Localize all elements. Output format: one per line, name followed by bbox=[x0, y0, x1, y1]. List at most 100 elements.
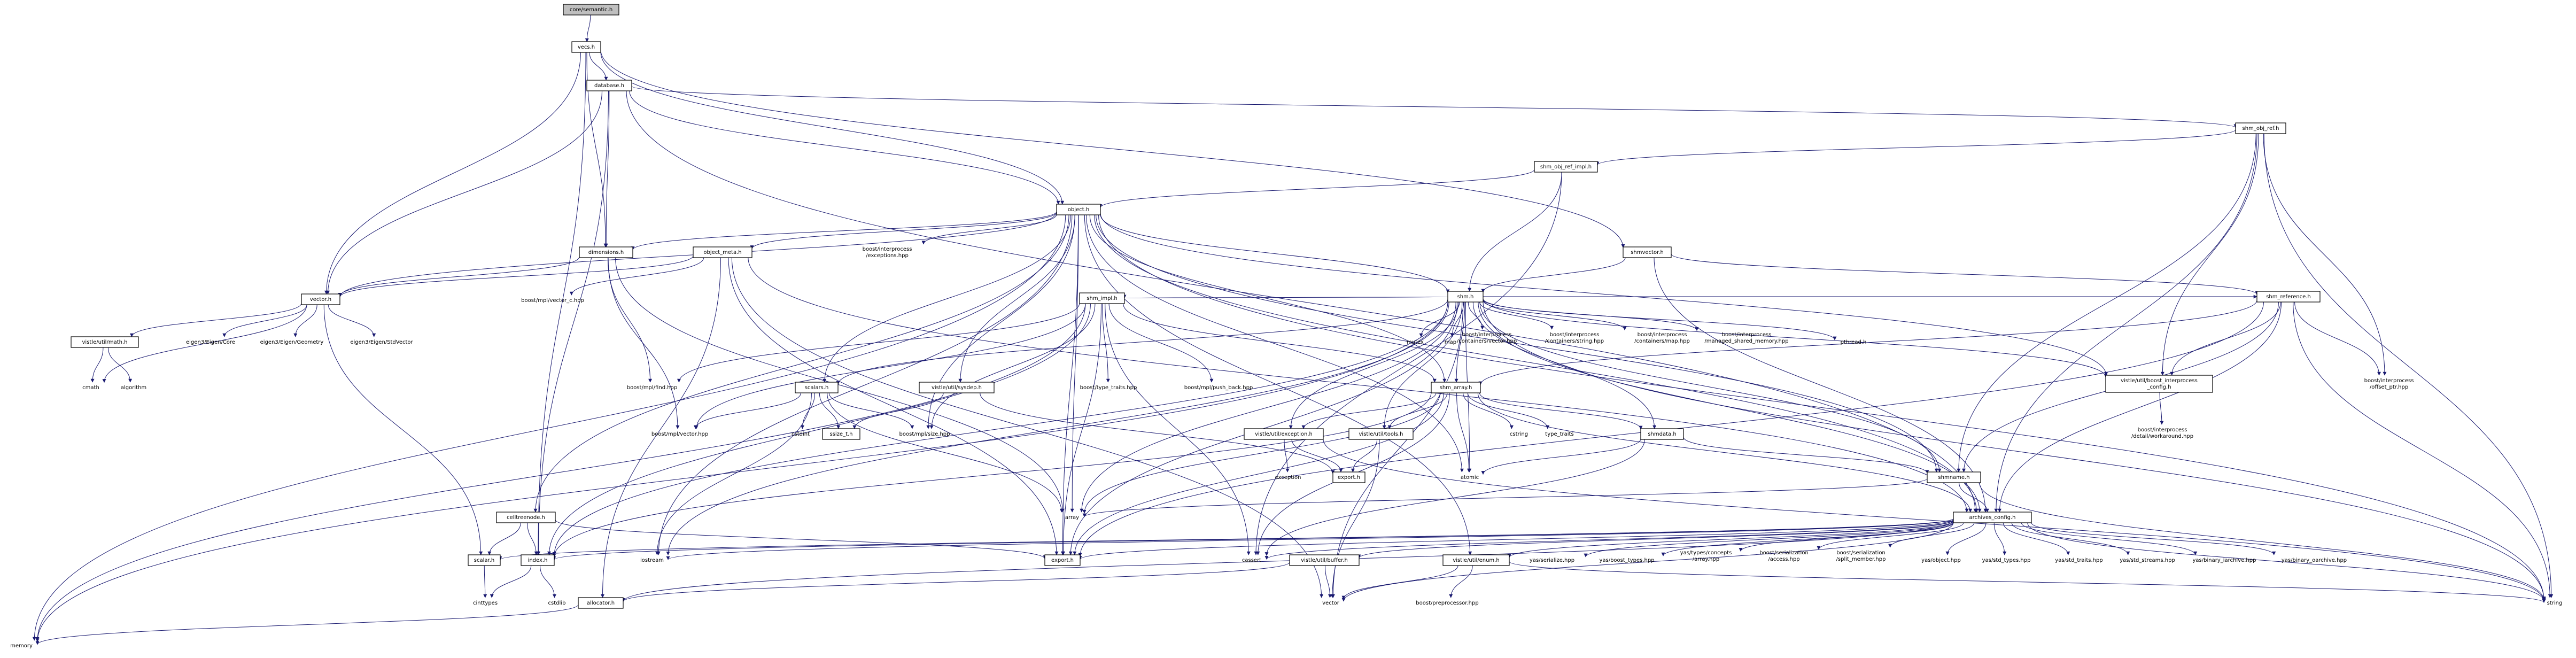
edge-object-to-bip_exceptions bbox=[921, 214, 1057, 245]
node-shm-impl[interactable]: shm_impl.h bbox=[1079, 292, 1125, 304]
node-root[interactable]: core/semantic.h bbox=[563, 4, 619, 16]
edge-shm_array-to-export_h bbox=[1073, 392, 1444, 555]
node-cstring: cstring bbox=[1510, 431, 1528, 437]
node-label: archives_config.h bbox=[1969, 515, 2015, 521]
node-bip-cont-map: boost/interprocess/containers/map.hpp bbox=[1634, 332, 1690, 344]
node-ssize-t[interactable]: ssize_t.h bbox=[822, 428, 860, 440]
edge-scalars-to-mpl_size bbox=[828, 392, 914, 429]
node-allocator[interactable]: allocator.h bbox=[578, 597, 624, 609]
node-vistle-byteswap[interactable]: vistle/util/buffer.h bbox=[1289, 554, 1360, 566]
node-shmname[interactable]: shmname.h bbox=[1927, 471, 1981, 483]
edge-shm_array-to-shmdata bbox=[1479, 392, 1643, 430]
node-shm-h[interactable]: shm.h bbox=[1447, 291, 1484, 303]
node-database[interactable]: database.h bbox=[586, 80, 632, 91]
edge-archives_config-to-vistle_byteswap bbox=[1357, 520, 1954, 559]
edge-archives_config-to-iostream bbox=[666, 518, 1954, 560]
node-archives-config[interactable]: archives_config.h bbox=[1953, 512, 2032, 523]
edge-shm_h-to-vector_std bbox=[1331, 301, 1464, 598]
node-vistle-exception[interactable]: vistle/util/exception.h bbox=[1244, 428, 1324, 440]
edge-archives_config-to-boost_ser_nvp bbox=[1888, 522, 1975, 548]
edge-dimensions-to-array bbox=[615, 257, 1065, 513]
edge-root-to-vecs bbox=[585, 14, 591, 42]
node-label: eigen3/Eigen/StdVector bbox=[350, 339, 413, 345]
edge-scalars-to-array bbox=[827, 392, 1064, 513]
node-label: database.h bbox=[594, 83, 624, 89]
node-box bbox=[1447, 291, 1484, 303]
node-label: vistle/util/boost_interprocess_config.h bbox=[2121, 378, 2198, 390]
node-label: boost/mpl/vector_c.hpp bbox=[521, 298, 584, 304]
edge-layer bbox=[32, 14, 2554, 645]
node-vistle-enum[interactable]: vistle/util/enum.h bbox=[1442, 554, 1510, 566]
node-label: object.h bbox=[1068, 207, 1089, 213]
node-object-meta[interactable]: object_meta.h bbox=[693, 246, 752, 258]
node-shm-obj-ref-impl[interactable]: shm_obj_ref_impl.h bbox=[1534, 161, 1598, 173]
node-label: eigen3/Eigen/Geometry bbox=[260, 339, 324, 345]
node-cinttypes: cinttypes bbox=[473, 600, 498, 606]
node-mpl-find: boost/mpl/find.hpp bbox=[627, 385, 678, 391]
edge-shm_h-to-memory bbox=[35, 300, 1448, 642]
node-celltreenode[interactable]: celltreenode.h bbox=[496, 512, 556, 523]
node-eigen-geometry: eigen3/Eigen/Geometry bbox=[260, 339, 324, 345]
node-label: boost/mpl/vector.hpp bbox=[651, 431, 708, 437]
edge-shm_h-to-shmdata bbox=[1472, 301, 1657, 429]
node-shm-obj-ref[interactable]: shm_obj_ref.h bbox=[2235, 122, 2286, 134]
node-box bbox=[1534, 161, 1598, 173]
edge-shm_h-to-string bbox=[1483, 301, 2546, 601]
edge-object_meta-to-allocator bbox=[600, 257, 721, 598]
edge-archives_config-to-yas_boost_types bbox=[1661, 522, 1954, 556]
edge-shm_reference-to-bip_offset_ptr bbox=[2294, 301, 2381, 376]
node-label: eigen3/Eigen/Core bbox=[186, 339, 235, 345]
node-vector-h[interactable]: vector.h bbox=[301, 293, 340, 305]
edge-shm_reference-to-shm_array bbox=[1478, 300, 2257, 385]
edge-database-to-vector_h bbox=[326, 90, 602, 295]
edge-shm_array-to-vistle_exception bbox=[1301, 392, 1437, 429]
node-shmdata[interactable]: shmdata.h bbox=[1640, 428, 1684, 440]
node-index[interactable]: index.h bbox=[521, 554, 555, 566]
edge-shm_h-to-vistle_tools bbox=[1382, 301, 1463, 429]
node-label: yas/serialize.hpp bbox=[1530, 558, 1574, 563]
node-vecs[interactable]: vecs.h bbox=[571, 41, 601, 53]
edge-archives_config-to-index bbox=[552, 518, 1954, 560]
edge-object-to-string bbox=[1098, 214, 2546, 601]
node-bip-cont-vector: boost/interprocess/containers/vector.hpp bbox=[1457, 332, 1517, 344]
node-box bbox=[521, 554, 555, 566]
edge-shm_h-to-bip_cont_map bbox=[1483, 300, 1627, 331]
edge-shm_h-to-map bbox=[1450, 301, 1464, 337]
node-shm-reference[interactable]: shm_reference.h bbox=[2256, 291, 2321, 303]
node-scalars[interactable]: scalars.h bbox=[795, 382, 839, 393]
node-object[interactable]: object.h bbox=[1056, 204, 1101, 215]
node-label: boost/interprocess/detail/workaround.hpp bbox=[2131, 427, 2193, 439]
node-label: index.h bbox=[528, 558, 548, 563]
edge-object-to-array bbox=[1070, 214, 1079, 513]
node-export-h[interactable]: export.h bbox=[1044, 554, 1081, 566]
node-label: memory bbox=[10, 643, 33, 649]
edge-vistle_math-to-cmath bbox=[90, 347, 104, 383]
edge-index-to-cinttypes bbox=[490, 565, 532, 598]
node-vistle-tools[interactable]: vistle/util/tools.h bbox=[1348, 428, 1414, 440]
node-vistle-math[interactable]: vistle/util/math.h bbox=[71, 336, 139, 348]
edge-shm_impl-to-cassert bbox=[1105, 303, 1251, 555]
node-label: boost/mpl/size.hpp bbox=[899, 431, 950, 437]
node-label: boost/serialization/access.hpp bbox=[1759, 550, 1809, 562]
edge-vecs-to-object bbox=[600, 51, 1065, 205]
node-shm-array[interactable]: shm_array.h bbox=[1431, 382, 1481, 393]
edge-object-to-shm_array bbox=[1089, 214, 1447, 383]
edge-shm_h-to-shm_array bbox=[1454, 301, 1465, 383]
edge-shmvector-to-shm_h bbox=[1481, 257, 1626, 293]
edge-archives_config-to-yas_concepts_array bbox=[1739, 522, 1954, 552]
edge-archives_config-to-yas_binary_iarchive bbox=[2021, 522, 2198, 555]
edge-shm_array-to-archives_config bbox=[1477, 392, 1973, 513]
edge-vector_h-to-eigen_stdvector bbox=[328, 304, 376, 337]
edge-scalars-to-mpl_vector bbox=[693, 392, 802, 429]
edge-vistle_sysdep-to-export_h_a bbox=[980, 392, 1335, 474]
node-vistle-sysdep[interactable]: vistle/util/sysdep.h bbox=[919, 382, 995, 393]
node-export-h-a[interactable]: export.h bbox=[1332, 471, 1365, 483]
node-vistle-bip-config[interactable]: vistle/util/boost_interprocess_config.h bbox=[2105, 375, 2213, 393]
node-scalar[interactable]: scalar.h bbox=[468, 554, 501, 566]
node-dimensions[interactable]: dimensions.h bbox=[579, 246, 633, 258]
node-shmvector[interactable]: shmvector.h bbox=[1623, 246, 1672, 258]
node-label: yas/binary_iarchive.hpp bbox=[2193, 558, 2256, 563]
edge-object-to-object_meta bbox=[750, 212, 1057, 250]
edge-object-to-dimensions bbox=[631, 211, 1057, 251]
edge-shm_impl-to-export_h bbox=[1061, 303, 1101, 555]
